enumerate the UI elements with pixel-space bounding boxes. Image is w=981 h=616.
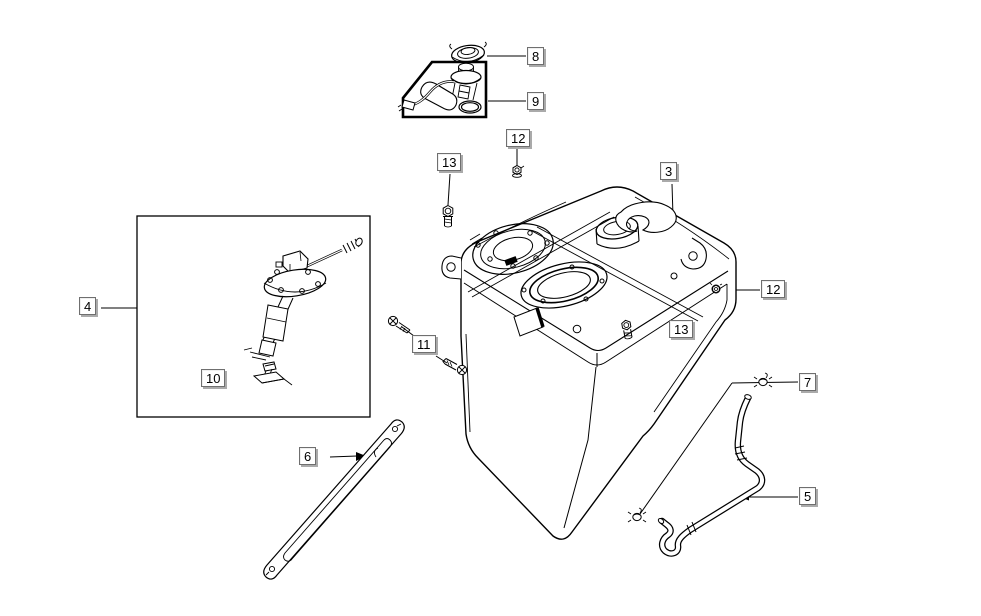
- callout-button-13-left[interactable]: 13: [437, 153, 462, 171]
- callout-button-3[interactable]: 3: [660, 162, 678, 180]
- callout-label: 13: [442, 154, 457, 170]
- callout-label: 3: [665, 163, 673, 179]
- screws-drawing: [387, 315, 468, 376]
- callout-label: 13: [674, 321, 689, 337]
- nut-drawing-right: [709, 282, 723, 294]
- callout-button-9[interactable]: 9: [527, 92, 545, 110]
- bolt-drawing-right: [621, 319, 633, 340]
- callout-button-11[interactable]: 11: [412, 335, 436, 353]
- callout-label: 8: [532, 48, 540, 64]
- callout-label: 9: [532, 93, 540, 109]
- callout-label: 6: [304, 448, 312, 464]
- callout-button-12-top[interactable]: 12: [506, 129, 531, 147]
- callout-button-7[interactable]: 7: [799, 373, 817, 391]
- callout-button-4[interactable]: 4: [79, 297, 97, 315]
- bolt-drawing-top: [442, 204, 454, 228]
- callout-label: 4: [84, 298, 92, 314]
- clamps-drawing: [627, 372, 773, 523]
- callout-button-10[interactable]: 10: [201, 369, 226, 387]
- callout-button-8[interactable]: 8: [527, 47, 545, 65]
- hose-drawing: [657, 394, 766, 557]
- clip-drawing: [252, 361, 293, 386]
- callout-label: 5: [804, 488, 812, 504]
- nut-drawing-top: [512, 164, 525, 178]
- callout-button-12-right[interactable]: 12: [761, 280, 786, 298]
- fuel-sender-box: [136, 215, 371, 418]
- fuel-pump-box: [397, 60, 488, 119]
- callout-label: 12: [766, 281, 781, 297]
- callout-label: 7: [804, 374, 812, 390]
- callout-label: 12: [511, 130, 526, 146]
- callout-button-5[interactable]: 5: [799, 487, 817, 505]
- callout-label: 10: [206, 370, 221, 386]
- callout-button-6[interactable]: 6: [299, 447, 317, 465]
- fuel-tank-drawing: [441, 186, 737, 540]
- strap-drawing: [263, 419, 405, 580]
- callout-button-13-right[interactable]: 13: [669, 320, 694, 338]
- callout-label: 11: [417, 336, 431, 352]
